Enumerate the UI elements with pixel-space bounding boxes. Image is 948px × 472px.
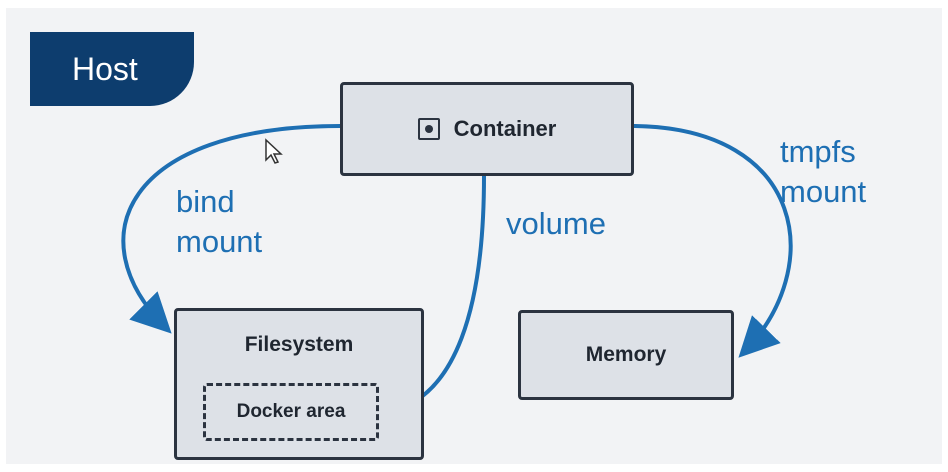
tmpfs-mount-arrow bbox=[633, 124, 793, 358]
memory-box: Memory bbox=[518, 310, 734, 400]
memory-label: Memory bbox=[585, 343, 667, 366]
filesystem-box: Filesystem Docker area bbox=[174, 308, 424, 460]
host-label: Host bbox=[72, 50, 138, 87]
filesystem-label: Filesystem bbox=[244, 333, 354, 356]
container-icon bbox=[417, 118, 440, 140]
tmpfs-mount-label-line2: mount bbox=[780, 174, 867, 209]
bind-mount-label-line2: mount bbox=[176, 224, 263, 259]
tmpfs-mount-label: tmpfs mount bbox=[780, 132, 866, 212]
container-box: Container bbox=[340, 82, 634, 176]
docker-area-label: Docker area bbox=[236, 401, 346, 422]
mouse-pointer-icon bbox=[265, 138, 283, 164]
container-label: Container bbox=[453, 116, 557, 141]
bind-mount-arrow bbox=[121, 124, 341, 334]
host-tab: Host bbox=[30, 32, 194, 106]
mount-arrows bbox=[121, 124, 793, 426]
docker-area-box: Docker area bbox=[203, 383, 379, 441]
tmpfs-mount-label-line1: tmpfs bbox=[780, 134, 856, 169]
volume-label: volume bbox=[506, 206, 606, 241]
diagram-canvas: Host Container Filesystem Docker area Me… bbox=[6, 8, 942, 464]
bind-mount-label-line1: bind bbox=[176, 184, 235, 219]
bind-mount-label: bind mount bbox=[176, 182, 262, 262]
